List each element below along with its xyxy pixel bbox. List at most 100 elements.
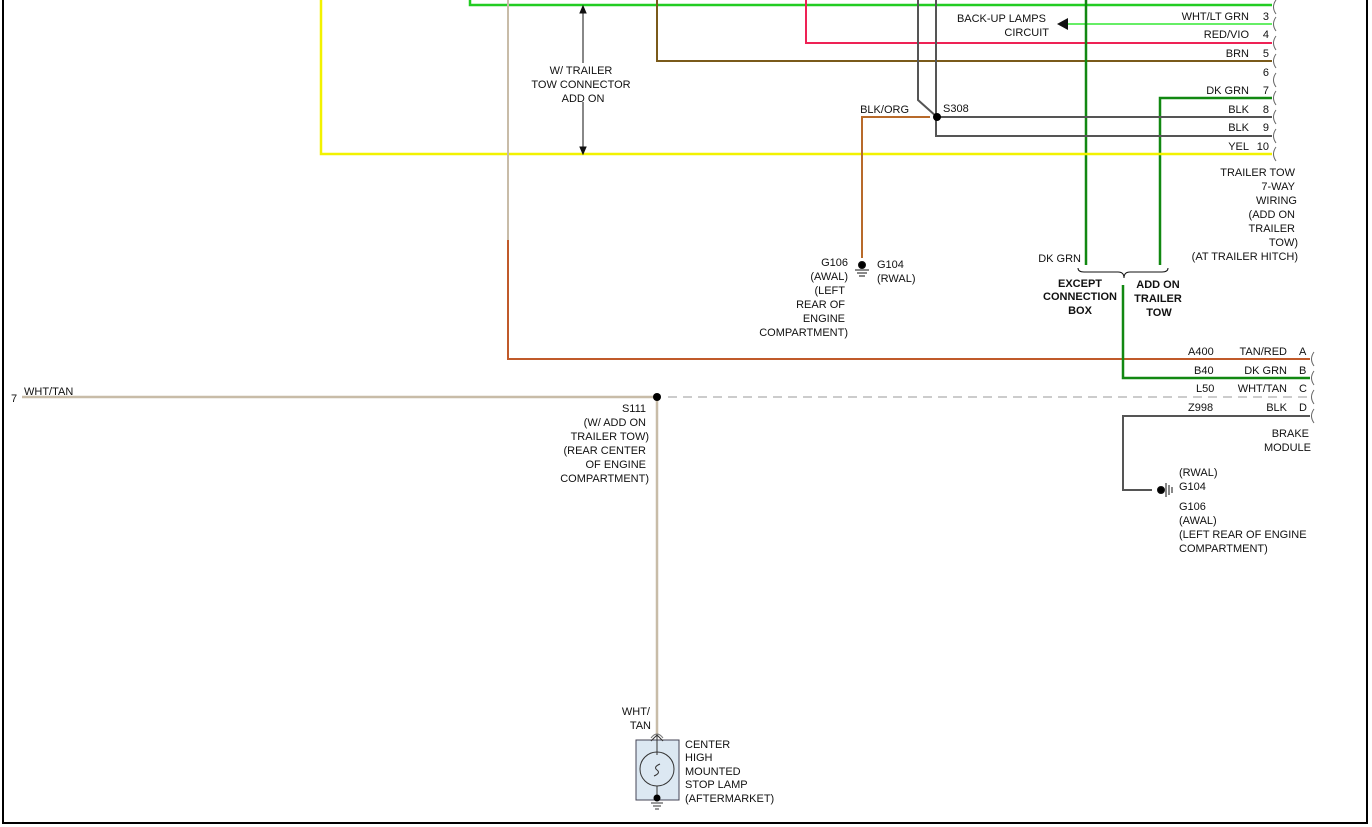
label-line: HIGH (685, 752, 713, 764)
backup-lamps-circuit-label: BACK-UP LAMPS CIRCUIT (957, 13, 1049, 39)
label-line: BRAKE (1272, 428, 1309, 440)
label-line: CIRCUIT (1004, 27, 1049, 39)
center-high-mounted-stop-lamp-label: CENTER HIGH MOUNTED STOP LAMP (AFTERMARK… (685, 739, 774, 805)
pin-number: 4 (1263, 29, 1269, 41)
brake-module: A400 TAN/RED A B40 DK GRN B L50 WHT/TAN … (1188, 346, 1311, 454)
pin-circuit: Z998 (1188, 402, 1213, 414)
pin-number: 7 (1263, 85, 1269, 97)
label-line: REAR OF (796, 299, 845, 311)
trailer-tow-label: TRAILER TOW 7-WAY WIRING (ADD ON TRAILER… (1192, 167, 1298, 263)
label-line: ADD ON (562, 93, 605, 105)
pin-number: 6 (1263, 67, 1269, 79)
ground-g106-label: G106 (AWAL) (LEFT REAR OF ENGINE COMPART… (759, 257, 848, 339)
pin-number: 8 (1263, 104, 1269, 116)
label-line: OF ENGINE (585, 459, 646, 471)
splice-s308-dot (933, 113, 941, 121)
label-line: 7-WAY (1261, 181, 1295, 193)
label-line: CONNECTION (1043, 291, 1117, 303)
pin-wire: BLK (1266, 402, 1287, 414)
label-line: (LEFT (814, 285, 845, 297)
pin-wire: WHT/LT GRN (1182, 11, 1249, 23)
label-line: CENTER (685, 739, 730, 751)
tow-connector-note: W/ TRAILER TOW CONNECTOR ADD ON (531, 65, 630, 105)
label-line: S111 (622, 403, 646, 415)
wire-dk-grn-7 (1158, 96, 1272, 265)
pin-wire: DK GRN (1206, 85, 1249, 97)
left-wire-number: 7 (11, 393, 17, 405)
wire-wht-tan-left (22, 395, 659, 735)
pin-wire: RED/VIO (1204, 29, 1250, 41)
splice-s111-dot (653, 393, 661, 401)
label-line: COMPARTMENT) (1179, 543, 1268, 555)
pin-circuit: A400 (1188, 346, 1214, 358)
label-line: ADD ON (1136, 279, 1179, 291)
connector-cavity (1273, 16, 1277, 32)
label-line: ENGINE (803, 313, 845, 325)
connector-cavity (1311, 370, 1315, 386)
label-line: TOW (1146, 307, 1172, 319)
tow-connector-arrow (579, 4, 587, 156)
wire-green-top (468, 0, 1272, 7)
pin-number: 3 (1263, 11, 1269, 23)
pin-number: 10 (1257, 141, 1269, 153)
label-line: (AFTERMARKET) (685, 793, 774, 805)
wires-layer (22, 0, 1310, 735)
ground-symbol-icon (1157, 483, 1173, 497)
label-line: TOW) (1269, 237, 1298, 249)
wire-tan-red-lower (507, 240, 1310, 360)
label-line: COMPARTMENT) (759, 327, 848, 339)
connector-cavity (1273, 109, 1277, 125)
label-line: TOW CONNECTOR (531, 79, 630, 91)
brake-module-label: BRAKE MODULE (1264, 428, 1311, 454)
pin-circuit: L50 (1196, 383, 1214, 395)
lamp-wire-label: WHT/ TAN (622, 706, 651, 732)
connector-cavity (1311, 408, 1315, 424)
label-line: G104 (877, 259, 904, 271)
connector-cavity (1273, 146, 1277, 162)
branch-brace (1077, 267, 1169, 279)
splice-s308-label: S308 (943, 103, 969, 115)
wire-z998-blk (1122, 415, 1310, 491)
connector-cavity (1273, 128, 1277, 144)
label-line: BOX (1068, 305, 1093, 317)
pin-wire: WHT/TAN (1238, 383, 1287, 395)
connector-cavity (1311, 389, 1315, 405)
label-line: (W/ ADD ON (584, 417, 646, 429)
label-line: TRAILER TOW) (571, 431, 649, 443)
label-line: (AWAL) (1179, 515, 1217, 527)
blk-org-wire-label: BLK/ORG (860, 104, 909, 116)
add-on-trailer-tow-label: ADD ON TRAILER TOW (1134, 279, 1182, 319)
pin-wire: BLK (1228, 122, 1249, 134)
ground-right-label: (RWAL) G104 G106 (AWAL) (LEFT REAR OF EN… (1179, 467, 1307, 555)
connector-cavity (1273, 72, 1277, 88)
except-connection-box-label: EXCEPT CONNECTION BOX (1043, 278, 1117, 317)
label-line: G106 (821, 257, 848, 269)
pin-wire: YEL (1228, 141, 1249, 153)
stop-lamp-icon (635, 733, 680, 810)
label-line: W/ TRAILER (550, 65, 613, 77)
label-line: WHT/ (622, 706, 651, 718)
label-line: G104 (1179, 481, 1206, 493)
wire-yel (319, 0, 1272, 156)
splice-s111-label: S111 (W/ ADD ON TRAILER TOW) (REAR CENTE… (560, 403, 649, 485)
pin-number: 9 (1263, 122, 1269, 134)
label-line: (AT TRAILER HITCH) (1192, 251, 1298, 263)
label-line: BACK-UP LAMPS (957, 13, 1046, 25)
pin-wire: BLK (1228, 104, 1249, 116)
backup-lamps-arrow-icon (1057, 18, 1068, 30)
label-line: (AWAL) (810, 271, 848, 283)
label-line: STOP LAMP (685, 779, 748, 791)
ground-symbol-icon (855, 261, 869, 277)
wire-blk-org (861, 116, 930, 258)
label-line: WIRING (1256, 195, 1297, 207)
wire-blk-8 (917, 0, 1272, 118)
label-line: (REAR CENTER (563, 445, 646, 457)
connector-cavity (1273, 0, 1277, 15)
wire-brn (656, 0, 1272, 62)
wire-blk-9 (935, 0, 1272, 137)
connector-cavity (1273, 35, 1277, 51)
pin-number: 5 (1263, 48, 1269, 60)
left-wire-color: WHT/TAN (24, 386, 73, 398)
trailer-connector: WHT/LT GRN 3 RED/VIO 4 BRN 5 6 DK GRN 7 … (1182, 11, 1298, 263)
